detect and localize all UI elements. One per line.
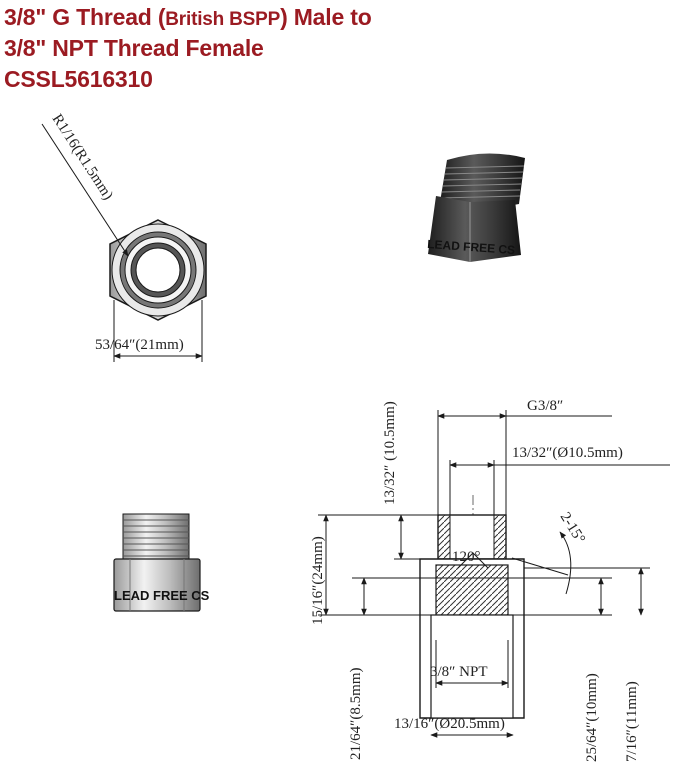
section-male-thread-wall-left bbox=[437, 514, 451, 560]
photo-thread-lines bbox=[440, 165, 525, 199]
chamfer-leader bbox=[511, 557, 569, 576]
title-line-1: 3/8" G Thread (British BSPP) Male to bbox=[4, 4, 372, 31]
title-line-1-small: British BSPP bbox=[165, 9, 281, 30]
photo-hex bbox=[428, 196, 521, 262]
g-thread-label: G3/8″ bbox=[527, 398, 563, 414]
title-line-3: CSSL5616310 bbox=[4, 66, 153, 92]
section-view: 120° G3/8″ 13/32″(Ø10.5mm) 13/32″ (10.5m… bbox=[310, 398, 670, 762]
male-dia-label: 13/32″(Ø10.5mm) bbox=[512, 445, 623, 461]
hex-width-label: 53/64″(21mm) bbox=[95, 337, 184, 353]
female-length-label: 7/16″(11mm) bbox=[624, 681, 640, 762]
npt-label: 3/8″ NPT bbox=[430, 664, 488, 680]
side-thread bbox=[122, 513, 190, 560]
section-male-thread-wall-right bbox=[493, 514, 507, 560]
title-line-2: 3/8" NPT Thread Female bbox=[4, 35, 264, 61]
cone-angle-lines bbox=[457, 552, 489, 569]
side-thread-lines bbox=[123, 519, 189, 557]
title-line-1-end: ) Male to bbox=[280, 4, 372, 30]
side-view: LEAD FREE CS bbox=[113, 513, 210, 612]
section-lower-body bbox=[430, 614, 514, 719]
male-length-label: 13/32″ (10.5mm) bbox=[382, 401, 398, 505]
thread-callout-label: R1/16(R1.5mm) bbox=[49, 111, 116, 203]
thread-callout-leader bbox=[41, 123, 129, 257]
overall-length-label: 15/16″(24mm) bbox=[310, 536, 326, 625]
body-dia-label: 13/16″(Ø20.5mm) bbox=[394, 716, 505, 732]
title-line-1-start: 3/8" G Thread ( bbox=[4, 4, 166, 30]
side-hex bbox=[113, 558, 201, 612]
chamfer-label: 2-15° bbox=[557, 510, 588, 547]
cone-angle-label: 120° bbox=[452, 549, 481, 565]
product-photo: LEAD FREE CS bbox=[427, 153, 525, 262]
section-npt-thread bbox=[435, 564, 509, 616]
hex-height-label: 21/64″(8.5mm) bbox=[348, 668, 364, 761]
side-badge: LEAD FREE CS bbox=[114, 588, 210, 603]
photo-badge: LEAD FREE CS bbox=[427, 237, 516, 257]
end-view: R1/16(R1.5mm) 53/64″(21mm) bbox=[41, 111, 207, 362]
bore bbox=[135, 247, 181, 293]
chamfer-arc bbox=[559, 531, 572, 595]
thread-depth-label: 25/64″(10mm) bbox=[584, 673, 600, 762]
